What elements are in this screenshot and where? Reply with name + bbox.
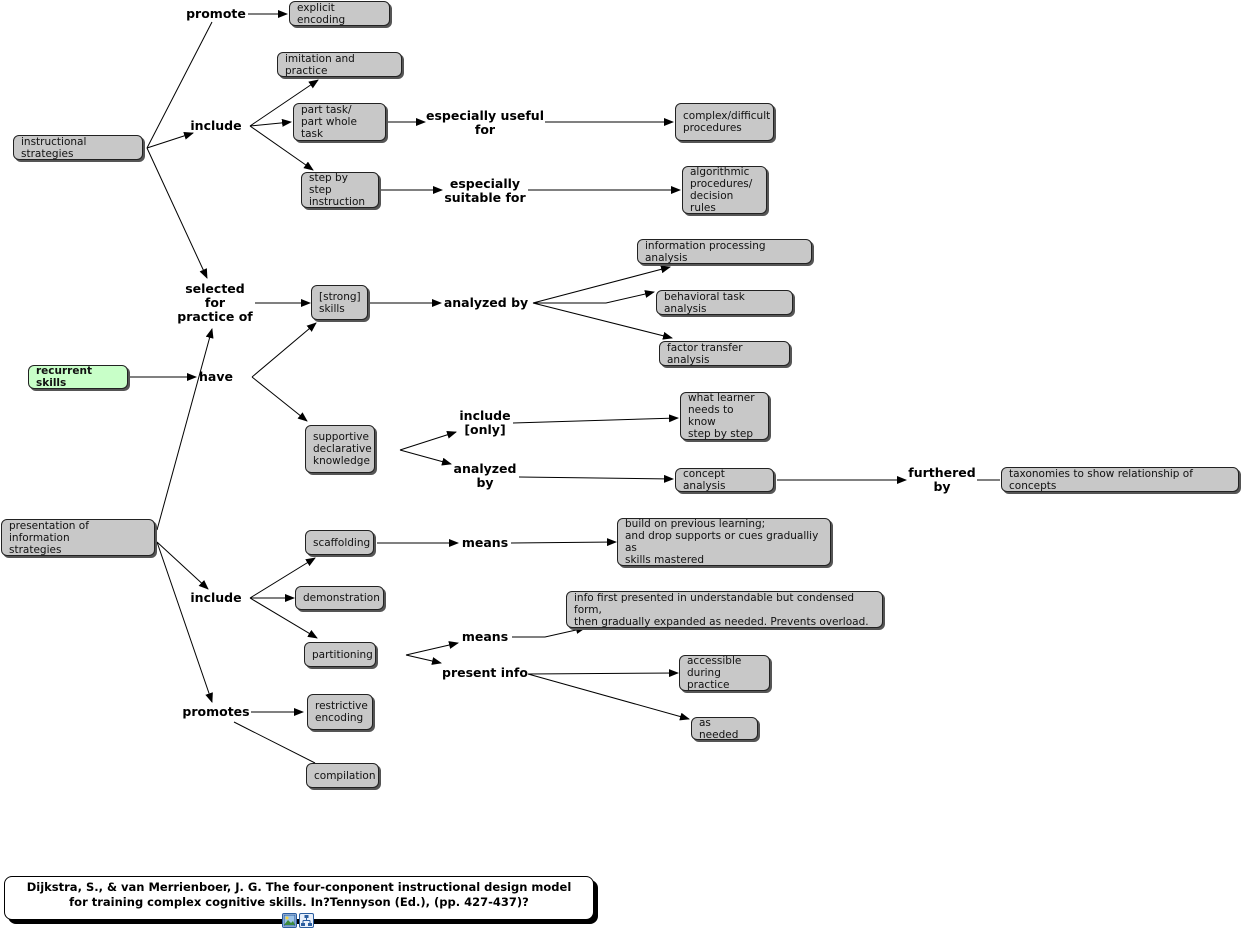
node-demonstration[interactable]: demonstration [295, 586, 384, 610]
node-scaffolding[interactable]: scaffolding [305, 530, 374, 555]
node-what-learner-needs[interactable]: what learner needs to know step by step [680, 392, 769, 440]
node-compilation[interactable]: compilation [306, 763, 379, 788]
node-build-on-previous-learning[interactable]: build on previous learning; and drop sup… [617, 518, 831, 566]
arrow-supportive-includeonly [399, 430, 457, 451]
arrow-analyzed-behavioral [533, 290, 655, 304]
node-recurrent-skills[interactable]: recurrent skills [28, 365, 128, 389]
arrow-analyzed-factor [532, 302, 673, 340]
arrow-strategies-include [146, 131, 194, 149]
node-info-first-presented[interactable]: info first presented in understandable b… [566, 591, 883, 628]
arrow-strategies-selected [146, 147, 208, 279]
node-strong-skills[interactable]: [strong] skills [311, 285, 368, 320]
node-explicit-encoding[interactable]: explicit encoding [289, 1, 390, 26]
arrow-partitioning-means [405, 641, 459, 656]
link-label-means-1: means [461, 535, 509, 550]
node-concept-analysis[interactable]: concept analysis [675, 468, 774, 492]
arrow-presentinfo-asneeded [527, 673, 690, 721]
node-as-needed[interactable]: as needed [691, 717, 758, 741]
link-label-promotes: promotes [182, 704, 250, 719]
node-algorithmic-procedures[interactable]: algorithmic procedures/ decision rules [682, 166, 767, 214]
node-presentation-of-information-strategies[interactable]: presentation of information strategies [1, 519, 155, 556]
arrow-analyzed2-concept [518, 474, 674, 483]
arrow-presentation-include [156, 541, 209, 590]
arrow-partitioning-presentinfo [405, 654, 442, 665]
image-resource-icon[interactable] [282, 913, 297, 928]
link-label-include-1: include [190, 118, 242, 133]
link-label-especially-suitable-for: especially suitable for [444, 176, 526, 205]
arrow-supportive-analyzed2 [399, 449, 452, 466]
link-label-have: have [199, 369, 233, 384]
arrow-presentation-promotes [156, 541, 213, 703]
link-label-means-2: means [461, 629, 509, 644]
link-label-analyzed-by-1: analyzed by [443, 295, 529, 310]
link-label-especially-useful-for: especially useful for [426, 108, 544, 137]
node-complex-difficult-procedures[interactable]: complex/difficult procedures [675, 103, 774, 141]
line-promotes-compilation [233, 721, 316, 764]
node-imitation-and-practice[interactable]: imitation and practice [277, 52, 402, 77]
node-partitioning[interactable]: partitioning [304, 642, 376, 667]
node-accessible-during-practice[interactable]: accessible during practice [679, 655, 770, 691]
arrow-means-buildon [510, 538, 617, 547]
node-step-by-step-instruction[interactable]: step by step instruction [301, 172, 379, 208]
arrow-includeonly-whatlearner [512, 414, 679, 424]
node-factor-transfer-analysis[interactable]: factor transfer analysis [659, 341, 790, 366]
link-label-include-only: include [only] [459, 408, 511, 437]
citation-box: Dijkstra, S., & van Merrienboer, J. G. T… [4, 876, 594, 920]
link-label-selected-for-practice-of: selected for practice of [177, 281, 253, 324]
link-label-analyzed-by-2: analyzed by [453, 461, 517, 490]
link-label-include-2: include [190, 590, 242, 605]
arrow-presentinfo-accessible [527, 669, 679, 678]
arrow-include-parttask [249, 118, 292, 127]
node-part-task[interactable]: part task/ part whole task [293, 103, 386, 141]
node-supportive-declarative-knowledge[interactable]: supportive declarative knowledge [305, 425, 375, 473]
node-taxonomies[interactable]: taxonomies to show relationship of conce… [1001, 467, 1239, 492]
node-behavioral-task-analysis[interactable]: behavioral task analysis [656, 290, 793, 315]
arrow-have-supportive [251, 376, 308, 422]
arrow-presentation-selected [156, 328, 214, 531]
link-label-present-info: present info [442, 665, 528, 680]
link-label-promote: promote [186, 6, 246, 21]
node-restrictive-encoding[interactable]: restrictive encoding [307, 694, 373, 730]
node-information-processing-analysis[interactable]: information processing analysis [637, 239, 812, 264]
concept-map-resource-icon[interactable] [299, 913, 314, 928]
arrow-means2-infofirst [512, 626, 586, 638]
node-instructional-strategies[interactable]: instructional strategies [13, 135, 143, 160]
arrow-have-skills [251, 322, 317, 378]
arrow-analyzed-infoproc [532, 265, 671, 304]
link-label-furthered-by: furthered by [908, 465, 976, 494]
